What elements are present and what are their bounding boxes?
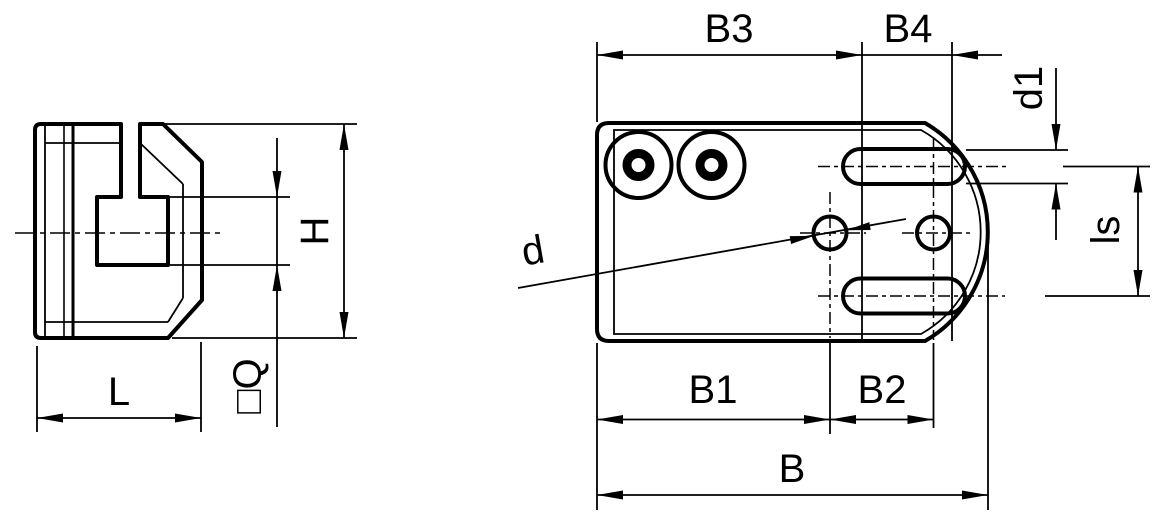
arrowhead bbox=[789, 235, 814, 244]
length-label: L bbox=[108, 370, 130, 414]
arrowhead bbox=[1133, 166, 1143, 193]
arrowhead bbox=[597, 50, 623, 60]
arrowhead bbox=[1051, 183, 1061, 210]
ls-label: ls bbox=[1084, 216, 1128, 245]
inner-chamfer-bottom-line bbox=[167, 297, 184, 323]
arrowhead bbox=[846, 222, 871, 231]
arrowhead bbox=[175, 413, 201, 423]
boss-inner-ring bbox=[622, 149, 655, 181]
top-view: B3 B4 d1 ls d B1 B2 bbox=[517, 7, 1150, 510]
square-q-label: □Q bbox=[226, 358, 270, 413]
arrowhead bbox=[339, 312, 349, 338]
arrowhead bbox=[962, 490, 988, 500]
d1-label: d1 bbox=[1007, 66, 1051, 111]
d-leader-line bbox=[517, 218, 907, 289]
arrowhead bbox=[272, 171, 282, 197]
arrowhead bbox=[1051, 124, 1061, 150]
arrowhead bbox=[804, 415, 830, 424]
arrowhead bbox=[830, 415, 856, 424]
inner-chamfer-top-line bbox=[139, 142, 184, 185]
top-view-part-outline bbox=[595, 121, 990, 343]
side-view-part-outline bbox=[33, 122, 204, 340]
side-view: □Q H L bbox=[15, 122, 357, 432]
arrowhead bbox=[907, 415, 934, 424]
boss-inner-ring bbox=[695, 149, 728, 181]
height-label: H bbox=[293, 217, 337, 246]
top-view-inner-contour bbox=[613, 129, 982, 335]
b2-label: B2 bbox=[858, 368, 907, 412]
b1-label: B1 bbox=[689, 368, 738, 412]
arrowhead bbox=[597, 490, 623, 500]
boss-outer-circle bbox=[603, 130, 674, 200]
b4-label: B4 bbox=[884, 7, 933, 51]
b-label: B bbox=[779, 447, 806, 491]
b3-label: B3 bbox=[705, 7, 754, 51]
arrowhead bbox=[339, 124, 349, 150]
arrowhead bbox=[836, 50, 862, 60]
arrowhead bbox=[1133, 270, 1143, 296]
arrowhead bbox=[597, 415, 623, 424]
boss-outer-circle bbox=[676, 130, 747, 200]
arrowhead bbox=[952, 50, 978, 60]
arrowhead bbox=[272, 265, 282, 291]
d-label: d bbox=[518, 227, 548, 274]
arrowhead bbox=[37, 413, 63, 423]
